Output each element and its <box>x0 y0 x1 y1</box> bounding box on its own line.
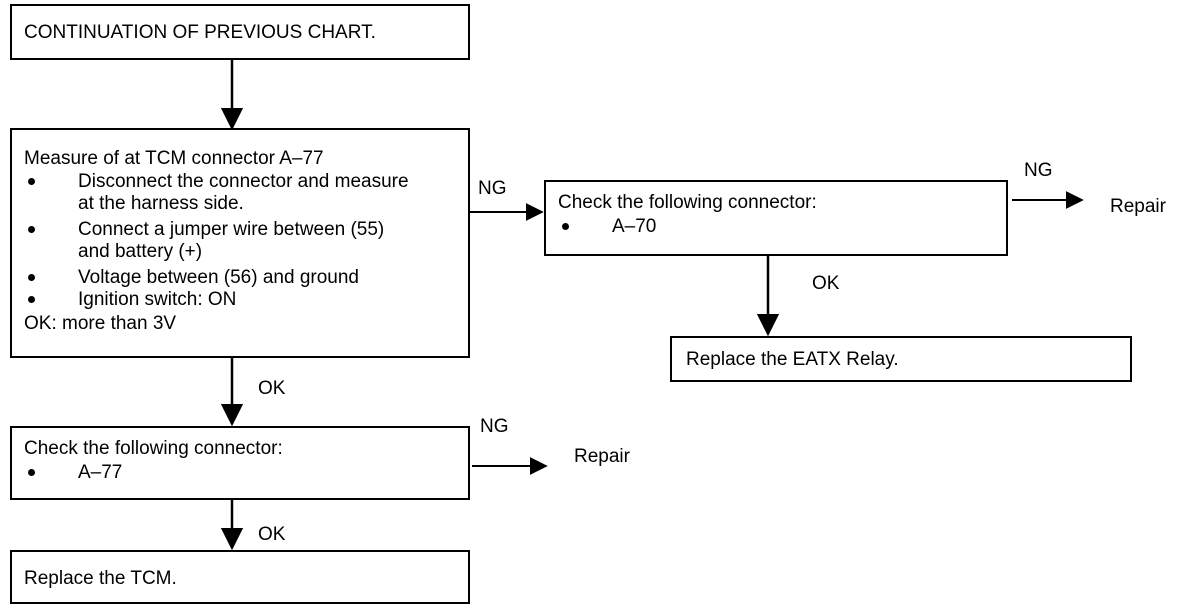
replace-tcm-box: Replace the TCM. <box>10 550 470 604</box>
repair-a70-text: Repair <box>1110 196 1166 217</box>
continuation-box: CONTINUATION OF PREVIOUS CHART. <box>10 4 470 60</box>
replace-relay-text: Replace the EATX Relay. <box>686 349 899 370</box>
bullet-icon <box>28 178 35 185</box>
bullet-icon <box>28 226 35 233</box>
bullet-icon <box>28 274 35 281</box>
measure-item-4: Ignition switch: ON <box>78 289 237 310</box>
label-ng-a70: NG <box>1024 160 1053 181</box>
bullet-icon <box>28 469 35 476</box>
check-a77-item: A–77 <box>78 462 123 483</box>
check-a77-box: Check the following connector: A–77 <box>10 426 470 500</box>
check-a70-title: Check the following connector: <box>558 192 817 213</box>
repair-a77-text: Repair <box>574 446 630 467</box>
replace-tcm-text: Replace the TCM. <box>24 568 177 589</box>
label-ok-a70: OK <box>812 273 840 294</box>
measure-footer: OK: more than 3V <box>24 313 177 334</box>
check-a70-box: Check the following connector: A–70 <box>544 180 1008 256</box>
replace-relay-box: Replace the EATX Relay. <box>670 336 1132 382</box>
measure-item-3: Voltage between (56) and ground <box>78 267 359 288</box>
measure-title: Measure of at TCM connector A–77 <box>24 148 324 169</box>
bullet-icon <box>28 296 35 303</box>
label-ok-a77: OK <box>258 524 286 545</box>
label-ng-a77: NG <box>480 416 509 437</box>
measure-item-2-line-1: Connect a jumper wire between (55) <box>78 219 385 240</box>
measure-item-2-line-2: and battery (+) <box>78 241 203 262</box>
check-a70-item: A–70 <box>612 216 657 237</box>
continuation-text: CONTINUATION OF PREVIOUS CHART. <box>24 22 376 43</box>
check-a77-title: Check the following connector: <box>24 438 283 459</box>
measure-item-1-line-1: Disconnect the connector and measure <box>78 171 409 192</box>
bullet-icon <box>562 223 569 230</box>
label-ok-measure: OK <box>258 378 286 399</box>
measure-box: Measure of at TCM connector A–77 Disconn… <box>10 128 470 358</box>
label-ng-measure: NG <box>478 178 507 199</box>
measure-item-1-line-2: at the harness side. <box>78 193 244 214</box>
